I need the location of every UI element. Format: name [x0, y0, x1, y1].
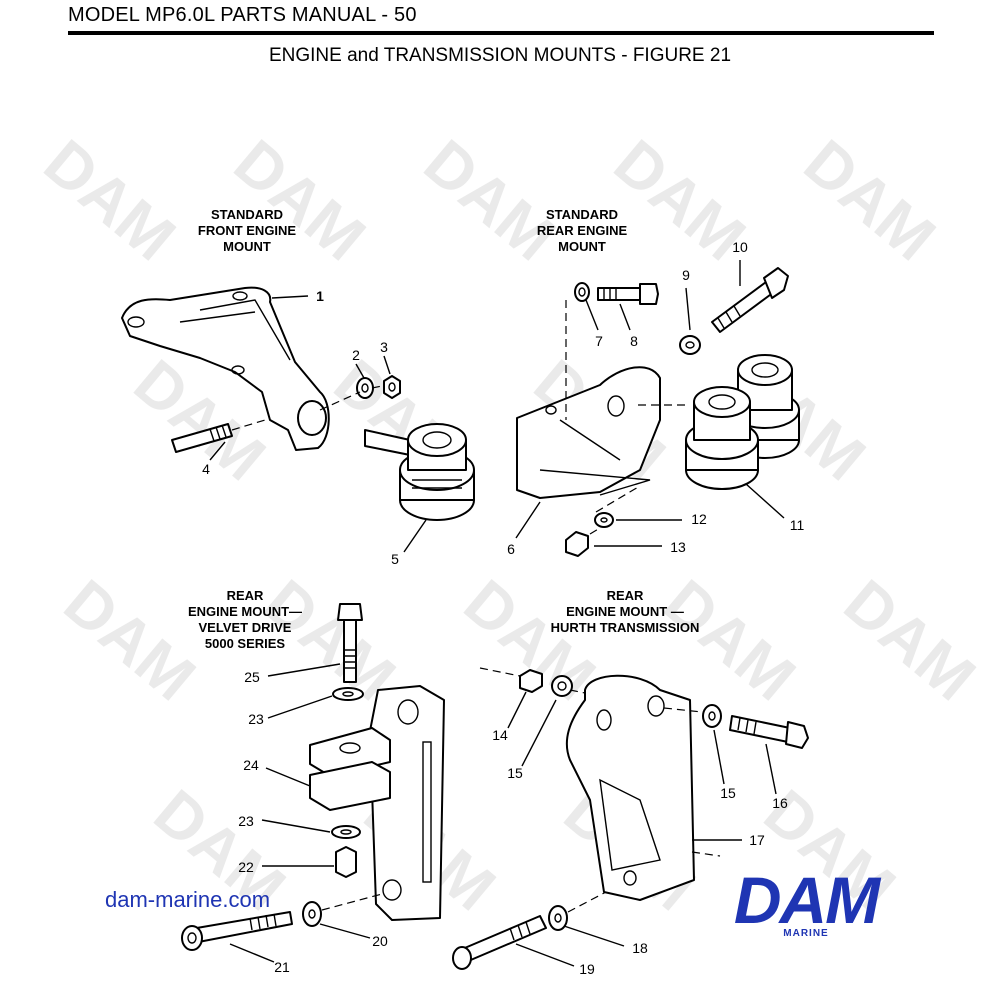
front-mount-isolator	[364, 423, 475, 521]
callout-1: 1	[316, 288, 324, 304]
callout-25: 25	[244, 669, 260, 685]
callout-18: 18	[632, 940, 648, 956]
rear-mount-washer-small	[574, 282, 590, 302]
callout-19: 19	[579, 961, 595, 977]
callout-12: 12	[691, 511, 707, 527]
callout-11: 11	[790, 517, 805, 533]
rear-mount-lower-washer	[594, 512, 614, 528]
hurth-label-line3: HURTH TRANSMISSION	[551, 620, 700, 635]
hurth-washer-right	[702, 704, 722, 728]
dam-marine-logo: DAM MARINE	[712, 863, 900, 946]
front-mount-nut	[383, 375, 401, 399]
velvet-spacer-block	[309, 727, 391, 811]
callout-23b: 23	[238, 813, 254, 829]
velvet-nut	[335, 846, 357, 878]
website-link[interactable]: dam-marine.com	[105, 887, 271, 912]
leader-lines	[209, 260, 785, 967]
velvet-washer-top	[332, 687, 364, 701]
callout-23a: 23	[248, 711, 264, 727]
callout-6: 6	[507, 541, 515, 557]
callout-14: 14	[492, 727, 508, 743]
front-mount-washer	[356, 377, 374, 399]
watermark-text: DAM	[791, 126, 949, 275]
watermark-text: DAM	[651, 566, 809, 715]
rear-mount-lower-nut	[565, 531, 589, 557]
hurth-label-line2: ENGINE MOUNT —	[566, 604, 684, 619]
callout-13: 13	[670, 539, 686, 555]
callout-16: 16	[772, 795, 788, 811]
callout-17: 17	[749, 832, 765, 848]
hurth-nut	[519, 669, 543, 693]
hurth-washer-left	[551, 675, 573, 697]
callout-10: 10	[732, 239, 748, 255]
figure-title: ENGINE and TRANSMISSION MOUNTS - FIGURE …	[268, 45, 732, 66]
watermark-text: DAM	[831, 566, 989, 715]
velvet-label-line4: 5000 SERIES	[205, 636, 286, 651]
hurth-bracket	[565, 674, 695, 901]
watermark-layer: DAM DAM DAM DAM DAM DAM DAM DAM DAM DAM …	[31, 126, 989, 925]
velvet-washer-lower	[331, 825, 361, 839]
callout-5: 5	[391, 551, 399, 567]
callout-22: 22	[238, 859, 254, 875]
rear-mount-label-line2: REAR ENGINE	[537, 223, 628, 238]
velvet-label-line1: REAR	[227, 588, 264, 603]
watermark-text: DAM	[31, 126, 189, 275]
callout-20: 20	[372, 933, 388, 949]
hurth-label-line1: REAR	[607, 588, 644, 603]
header-rule	[68, 31, 934, 35]
velvet-bolt-horizontal	[181, 911, 293, 951]
velvet-washer-bolt	[302, 901, 322, 927]
callout-9: 9	[682, 267, 690, 283]
velvet-bolt-vertical	[337, 603, 363, 683]
velvet-label-line2: ENGINE MOUNT—	[188, 604, 302, 619]
callout-7: 7	[595, 333, 603, 349]
watermark-text: DAM	[51, 566, 209, 715]
velvet-bracket	[359, 685, 445, 921]
callout-3: 3	[380, 339, 388, 355]
rear-mount-bolt-long	[711, 267, 789, 333]
callout-2: 2	[352, 347, 360, 363]
rear-mount-isolators	[685, 354, 800, 490]
rear-mount-label-line1: STANDARD	[546, 207, 618, 222]
rear-mount-washer	[679, 335, 701, 355]
callout-8: 8	[630, 333, 638, 349]
logo-wordmark: DAM	[733, 863, 880, 937]
front-mount-bracket	[121, 286, 330, 451]
watermark-text: DAM	[411, 126, 569, 275]
rear-mount-bracket	[516, 366, 661, 499]
callout-24: 24	[243, 757, 259, 773]
rear-mount-label-line3: MOUNT	[558, 239, 606, 254]
hurth-washer-lower	[548, 905, 568, 931]
front-mount-label-line2: FRONT ENGINE	[198, 223, 297, 238]
hurth-bolt-upper	[729, 715, 809, 749]
velvet-label-line3: VELVET DRIVE	[199, 620, 292, 635]
callout-21: 21	[274, 959, 290, 975]
front-mount-label-line1: STANDARD	[211, 207, 283, 222]
manual-title: MODEL MP6.0L PARTS MANUAL - 50	[68, 4, 417, 26]
callout-15a: 15	[507, 765, 523, 781]
logo-subtext: MARINE	[783, 928, 829, 939]
rear-mount-bolt-short	[597, 283, 659, 305]
callout-4: 4	[202, 461, 210, 477]
front-mount-label-line3: MOUNT	[223, 239, 271, 254]
front-mount-stud	[171, 419, 266, 453]
callout-15b: 15	[720, 785, 736, 801]
hurth-bolt-lower	[452, 915, 547, 970]
